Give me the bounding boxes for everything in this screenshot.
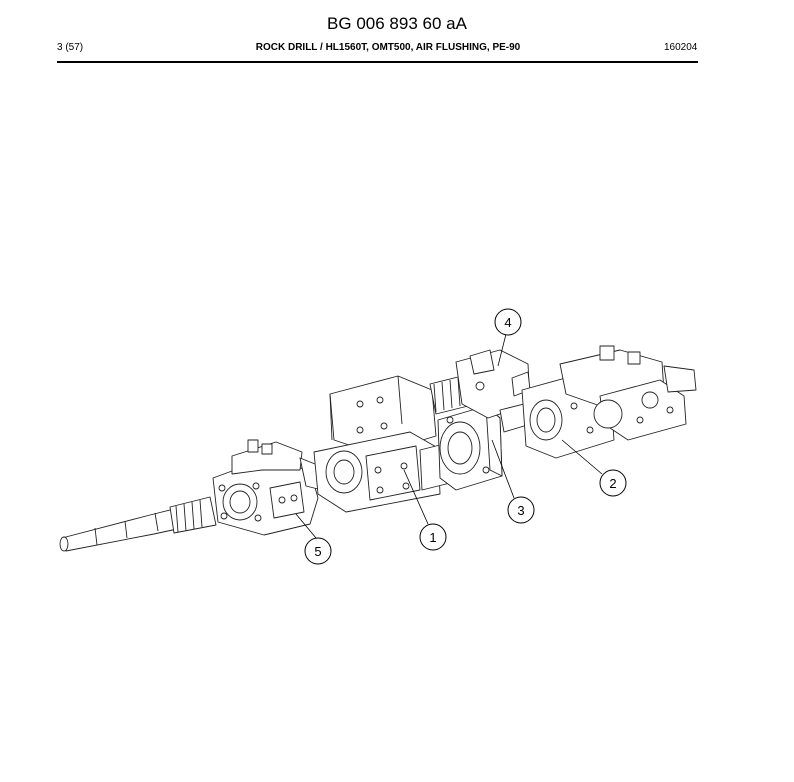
- svg-text:1: 1: [429, 530, 436, 545]
- leader-lines: [295, 333, 603, 539]
- cylinder-part-1: [313, 375, 463, 513]
- header-rule: [57, 61, 698, 63]
- document-title: ROCK DRILL / HL1560T, OMT500, AIR FLUSHI…: [255, 42, 521, 53]
- svg-text:2: 2: [609, 476, 616, 491]
- page-number: 3 (57): [57, 42, 84, 53]
- svg-text:3: 3: [517, 503, 524, 518]
- callout-4: 4: [494, 308, 522, 336]
- svg-text:5: 5: [314, 544, 321, 559]
- rotation-motor-part-4: [429, 349, 531, 419]
- back-head-part-3: [437, 405, 503, 491]
- svg-text:4: 4: [504, 315, 511, 330]
- document-id: BG 006 893 60 aA: [327, 14, 467, 33]
- callout-1: 1: [419, 523, 447, 551]
- callout-2: 2: [599, 469, 627, 497]
- shank-adapter-part: [59, 496, 217, 552]
- front-head-part-5: [212, 439, 323, 536]
- rear-head-part-2: [499, 345, 697, 459]
- callout-5: 5: [304, 537, 332, 565]
- document-date: 160204: [664, 42, 698, 53]
- callout-3: 3: [507, 496, 535, 524]
